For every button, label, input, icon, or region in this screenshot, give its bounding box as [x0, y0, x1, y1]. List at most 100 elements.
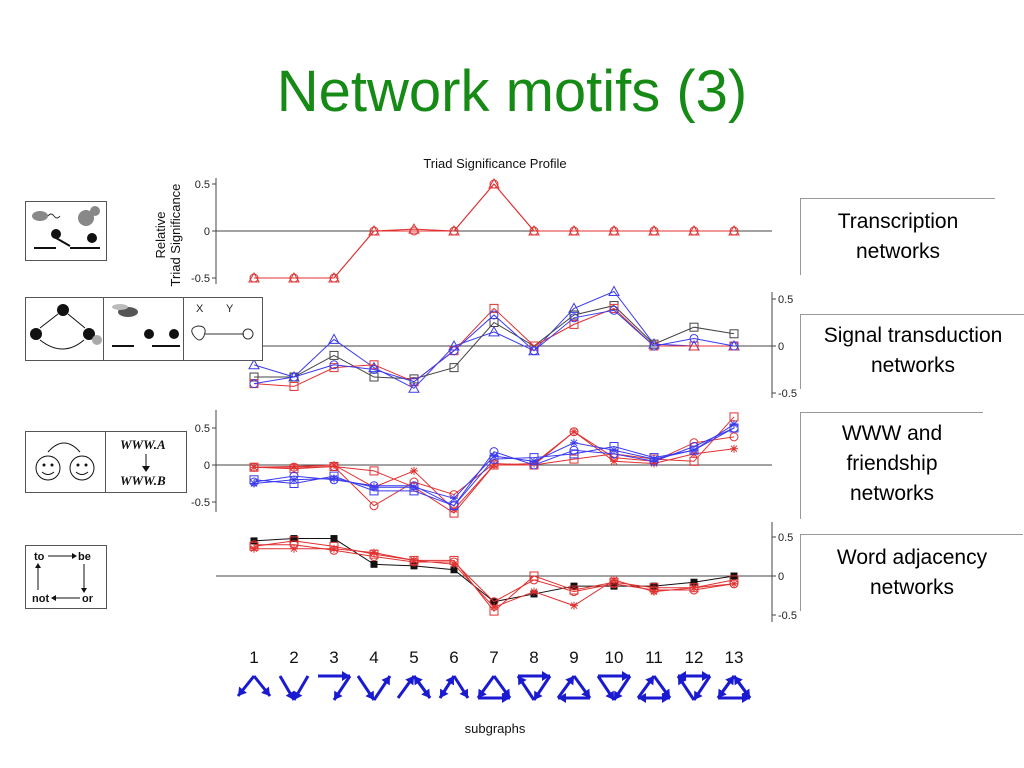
- signal-loop-icon-box: [25, 297, 105, 361]
- data-point: [328, 271, 340, 283]
- data-point: [569, 454, 579, 464]
- www-a-text: WWW.A: [120, 437, 166, 452]
- subgraph-number: 13: [725, 648, 744, 667]
- data-point: [570, 427, 578, 436]
- group-label-line: networks: [855, 240, 941, 263]
- data-point: [730, 444, 738, 453]
- data-point: [249, 372, 259, 382]
- data-point: [488, 177, 500, 189]
- subgraph-arrowhead: [261, 686, 270, 696]
- data-point: [569, 319, 579, 329]
- data-point: [570, 438, 578, 447]
- data-point: [730, 420, 738, 429]
- y-tick-label: -0.5: [191, 273, 210, 285]
- subgraph-arrowhead: [694, 690, 703, 700]
- y-tick-label: 0.5: [778, 532, 793, 544]
- data-point: [328, 333, 340, 344]
- data-point: [409, 377, 419, 387]
- group-label-line: networks: [849, 482, 935, 505]
- data-point: [610, 446, 618, 455]
- data-point: [488, 325, 500, 337]
- subgraph-arrowhead: [342, 671, 350, 681]
- data-point: [650, 455, 658, 464]
- y-tick-label: 0: [204, 460, 210, 472]
- gene-regulation-icon: [32, 206, 100, 249]
- data-point: [489, 303, 499, 313]
- group-label-line: networks: [869, 576, 955, 599]
- group-label-line: Transcription: [837, 210, 959, 233]
- subgraph-arrowhead: [365, 690, 374, 700]
- subgraph-arrowhead: [645, 676, 654, 686]
- data-point: [529, 341, 539, 351]
- subgraph-number: 10: [605, 648, 624, 667]
- subgraph-arrowhead: [414, 676, 423, 686]
- subgraph-arrowhead: [501, 688, 510, 698]
- data-point: [489, 310, 499, 320]
- subgraph-number: 3: [329, 648, 338, 667]
- series-line: [254, 544, 735, 603]
- data-point: [648, 224, 660, 236]
- data-point: [290, 462, 298, 471]
- figure-title: Triad Significance Profile: [423, 156, 567, 171]
- series-line: [254, 305, 735, 380]
- svg-text:Y: Y: [226, 303, 234, 315]
- x-axis-label: subgraphs: [464, 721, 526, 736]
- subgraph-arrowhead: [285, 690, 295, 700]
- subgraph-arrowhead: [293, 690, 303, 700]
- subgraph-arrowhead: [238, 686, 247, 696]
- subgraph-arrowhead: [445, 676, 454, 686]
- data-point: [330, 544, 338, 553]
- subgraph-arrowhead: [661, 688, 670, 698]
- subgraph-arrowhead: [614, 690, 623, 700]
- data-point: [529, 571, 539, 581]
- data-point: [689, 583, 699, 593]
- subgraph-arrowhead: [678, 676, 687, 686]
- friendship-icon-box: [25, 431, 107, 493]
- data-point: [369, 466, 379, 476]
- subgraph-arrowhead: [542, 671, 550, 681]
- data-point: [329, 360, 339, 370]
- data-point: [608, 285, 620, 296]
- series-line: [253, 538, 735, 603]
- data-point: [329, 350, 339, 360]
- fly-icon: [112, 304, 180, 347]
- data-point: [330, 474, 338, 483]
- data-point: [410, 466, 418, 475]
- y-tick-label: 0: [778, 341, 784, 353]
- series-line: [253, 540, 735, 612]
- data-point: [370, 483, 378, 492]
- subgraph-arrowhead: [605, 690, 614, 700]
- data-point: [289, 372, 299, 382]
- subgraph-arrowhead: [405, 676, 414, 686]
- data-point: [248, 358, 260, 370]
- subgraph-arrowhead: [742, 693, 750, 703]
- subgraph-arrowhead: [381, 676, 390, 686]
- group-label-line: friendship: [846, 452, 938, 475]
- subgraph-arrowhead: [558, 693, 566, 703]
- data-point: [369, 549, 379, 559]
- word-cycle-icon: to be not or: [32, 551, 94, 605]
- y-tick-label: -0.5: [191, 497, 210, 509]
- data-point: [530, 587, 538, 596]
- data-point: [608, 224, 620, 236]
- subgraph-arrowhead: [534, 690, 543, 700]
- data-point: [449, 363, 459, 373]
- data-point: [728, 224, 740, 236]
- subgraph-arrowhead: [622, 671, 630, 681]
- data-point: [369, 501, 379, 511]
- subgraph-number: 5: [409, 648, 418, 667]
- data-point: [289, 536, 299, 546]
- series-line: [254, 183, 734, 279]
- data-point: [650, 459, 658, 468]
- subgraph-number: 7: [489, 648, 498, 667]
- data-point: [408, 223, 420, 234]
- data-point: [330, 461, 338, 469]
- data-point: [610, 457, 618, 466]
- data-point: [290, 475, 298, 484]
- data-point: [248, 271, 260, 283]
- transcription-icon-box: [25, 201, 107, 261]
- y-tick-label: -0.5: [778, 610, 797, 622]
